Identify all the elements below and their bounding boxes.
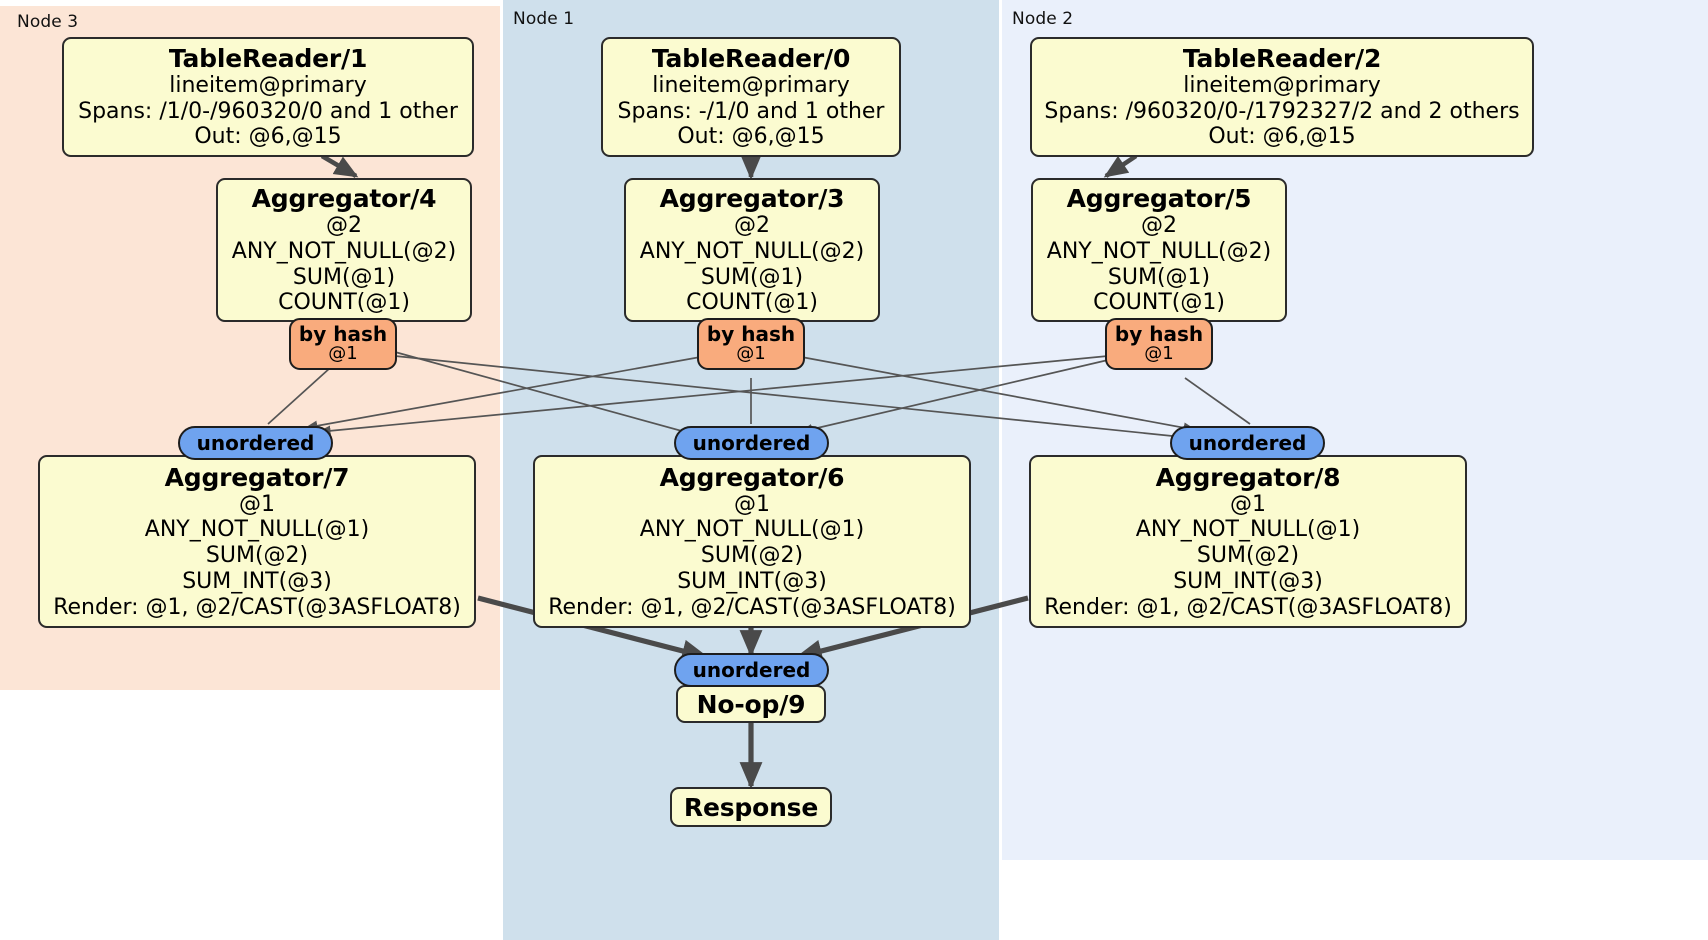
box-aggregator-3[interactable]: Aggregator/3 @2 ANY_NOT_NULL(@2) SUM(@1)… — [624, 178, 880, 322]
region-label-node-2: Node 2 — [1012, 9, 1074, 29]
pill-unordered-right[interactable]: unordered — [1170, 426, 1325, 460]
pill-by-hash-center[interactable]: by hash @1 — [697, 318, 805, 370]
box-line: SUM(@1) — [1107, 264, 1211, 290]
box-line: SUM_INT(@3) — [677, 568, 827, 594]
box-title: TableReader/2 — [1182, 43, 1382, 73]
box-line: Out: @6,@15 — [677, 124, 825, 150]
box-aggregator-4[interactable]: Aggregator/4 @2 ANY_NOT_NULL(@2) SUM(@1)… — [216, 178, 472, 322]
box-line: ANY_NOT_NULL(@2) — [1046, 238, 1272, 264]
box-title: Aggregator/5 — [1066, 184, 1252, 214]
box-title: Aggregator/6 — [659, 462, 845, 492]
box-line: ANY_NOT_NULL(@2) — [639, 238, 865, 264]
box-line: @2 — [1141, 213, 1177, 239]
box-line: ANY_NOT_NULL(@1) — [1135, 517, 1361, 543]
box-aggregator-5[interactable]: Aggregator/5 @2 ANY_NOT_NULL(@2) SUM(@1)… — [1031, 178, 1287, 322]
pill-label: by hash — [1114, 322, 1204, 347]
region-label-node-1: Node 1 — [513, 9, 575, 29]
box-line: Spans: /960320/0-/1792327/2 and 2 others — [1044, 98, 1520, 124]
box-line: ANY_NOT_NULL(@1) — [639, 517, 865, 543]
box-line: lineitem@primary — [1183, 72, 1381, 98]
box-title: Aggregator/7 — [164, 462, 350, 492]
pill-unordered-center[interactable]: unordered — [674, 426, 829, 460]
box-line: @2 — [326, 213, 362, 239]
box-table-reader-2[interactable]: TableReader/2 lineitem@primary Spans: /9… — [1030, 37, 1534, 157]
box-line: COUNT(@1) — [1093, 290, 1225, 316]
box-aggregator-6[interactable]: Aggregator/6 @1 ANY_NOT_NULL(@1) SUM(@2)… — [533, 455, 971, 628]
box-line: lineitem@primary — [652, 72, 850, 98]
box-line: Out: @6,@15 — [194, 124, 342, 150]
box-line: Render: @1, @2/CAST(@3ASFLOAT8) — [548, 594, 956, 620]
pill-sublabel: @1 — [328, 343, 358, 365]
pill-by-hash-left[interactable]: by hash @1 — [289, 318, 397, 370]
box-line: Spans: /1/0-/960320/0 and 1 other — [78, 98, 458, 124]
pill-sublabel: @1 — [1144, 343, 1174, 365]
region-label-node-3: Node 3 — [17, 12, 79, 32]
box-title: TableReader/0 — [651, 43, 851, 73]
box-table-reader-0[interactable]: TableReader/0 lineitem@primary Spans: -/… — [601, 37, 901, 157]
box-line: SUM(@2) — [205, 543, 309, 569]
box-line: SUM_INT(@3) — [1173, 568, 1323, 594]
box-line: Render: @1, @2/CAST(@3ASFLOAT8) — [53, 594, 461, 620]
box-line: SUM_INT(@3) — [182, 568, 332, 594]
box-line: SUM(@1) — [292, 264, 396, 290]
box-response[interactable]: Response — [670, 787, 832, 827]
box-aggregator-8[interactable]: Aggregator/8 @1 ANY_NOT_NULL(@1) SUM(@2)… — [1029, 455, 1467, 628]
pill-by-hash-right[interactable]: by hash @1 — [1105, 318, 1213, 370]
pill-label: by hash — [706, 322, 796, 347]
pill-label: by hash — [298, 322, 388, 347]
box-line: COUNT(@1) — [686, 290, 818, 316]
pill-unordered-final[interactable]: unordered — [674, 653, 829, 687]
box-line: SUM(@1) — [700, 264, 804, 290]
box-table-reader-1[interactable]: TableReader/1 lineitem@primary Spans: /1… — [62, 37, 474, 157]
box-line: @2 — [734, 213, 770, 239]
box-title: Aggregator/4 — [251, 184, 437, 214]
pill-unordered-left[interactable]: unordered — [178, 426, 333, 460]
box-title: Response — [683, 792, 819, 822]
pill-label: unordered — [196, 431, 315, 455]
box-line: Out: @6,@15 — [1208, 124, 1356, 150]
pill-label: unordered — [1188, 431, 1307, 455]
box-line: SUM(@2) — [1196, 543, 1300, 569]
box-line: @1 — [239, 491, 275, 517]
pill-label: unordered — [692, 658, 811, 682]
pill-label: unordered — [692, 431, 811, 455]
box-no-op-9[interactable]: No-op/9 — [676, 685, 826, 723]
pill-sublabel: @1 — [736, 343, 766, 365]
box-line: COUNT(@1) — [278, 290, 410, 316]
box-line: ANY_NOT_NULL(@2) — [231, 238, 457, 264]
box-line: Spans: -/1/0 and 1 other — [617, 98, 885, 124]
box-title: No-op/9 — [696, 689, 806, 719]
box-line: lineitem@primary — [169, 72, 367, 98]
box-line: Render: @1, @2/CAST(@3ASFLOAT8) — [1044, 594, 1452, 620]
box-title: Aggregator/8 — [1155, 462, 1341, 492]
box-line: @1 — [1230, 491, 1266, 517]
box-aggregator-7[interactable]: Aggregator/7 @1 ANY_NOT_NULL(@1) SUM(@2)… — [38, 455, 476, 628]
box-line: SUM(@2) — [700, 543, 804, 569]
box-title: TableReader/1 — [168, 43, 368, 73]
box-line: @1 — [734, 491, 770, 517]
box-line: ANY_NOT_NULL(@1) — [144, 517, 370, 543]
box-title: Aggregator/3 — [659, 184, 845, 214]
